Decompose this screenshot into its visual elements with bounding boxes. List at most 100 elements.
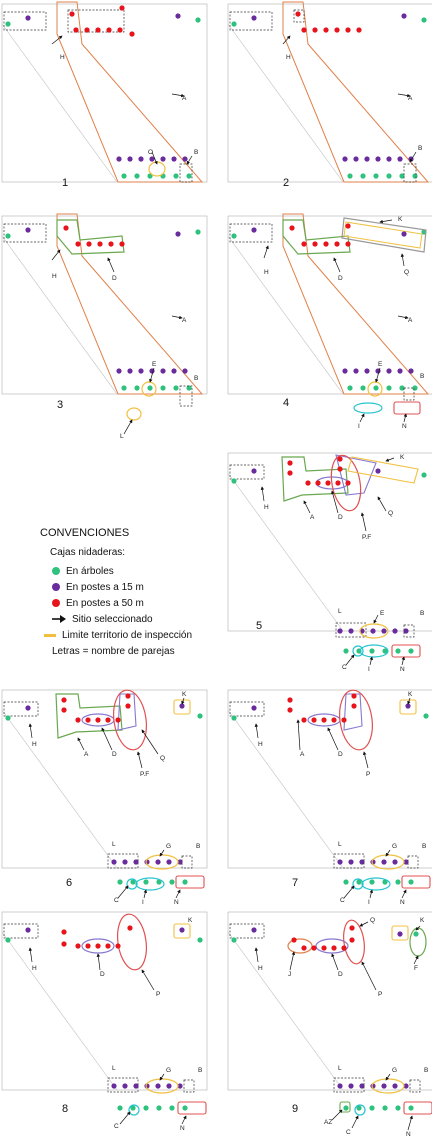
selection-arrow: [282, 35, 291, 45]
pole50-nest-box: [84, 27, 90, 33]
pair-label: K: [420, 917, 425, 924]
pole15-nest-box: [397, 156, 403, 162]
pair-label: D: [100, 971, 105, 978]
selection-arrow: [385, 457, 395, 462]
legend-label: En postes a 50 m: [66, 597, 144, 609]
panel-frame: [1, 911, 208, 1091]
pole15-nest-box: [182, 156, 188, 162]
dashed-box-b: [179, 385, 193, 407]
pair-label: I: [142, 899, 144, 906]
tree-nest-box: [343, 1105, 349, 1111]
tree-nest-box: [386, 173, 392, 179]
pair-label: L: [112, 841, 116, 848]
selection-arrow: [359, 413, 365, 423]
pole15-nest-box: [127, 368, 133, 374]
pole15-nest-box: [138, 368, 144, 374]
pole15-nest-box: [392, 1083, 398, 1089]
territory-n: [401, 875, 431, 889]
territory-pf: [113, 689, 147, 751]
dashed-box-b: [403, 387, 415, 401]
pole50-nest-box: [331, 717, 337, 723]
tree-nest-box: [395, 1105, 401, 1111]
pole15-nest-box: [25, 227, 31, 233]
territory-g: [145, 854, 179, 870]
pole50-nest-box: [345, 480, 351, 486]
pole15-nest-box: [251, 15, 257, 21]
territory-i: [135, 877, 165, 891]
pair-label: L: [120, 433, 124, 440]
selection-arrow: [377, 496, 387, 512]
dashed-box-b: [179, 163, 193, 183]
territory-p: [339, 689, 373, 751]
pair-label: A: [310, 514, 315, 521]
selection-arrow: [186, 155, 193, 165]
pole15-nest-box: [337, 859, 343, 865]
pair-label: L: [338, 608, 342, 615]
territory-a: [282, 213, 430, 395]
pole15-nest-box: [155, 1083, 161, 1089]
dashed-box-h: [229, 701, 265, 717]
pole50-nest-box: [97, 241, 103, 247]
tree-nest-box: [130, 1105, 136, 1111]
yellow-line-icon: [44, 633, 56, 637]
green-dot-icon: [52, 567, 60, 575]
selection-arrow: [296, 719, 301, 751]
purple-dot-icon: [52, 583, 60, 591]
selection-arrow: [407, 1115, 413, 1131]
dashed-box-l: [107, 1077, 139, 1093]
tree-nest-box: [360, 385, 366, 391]
territory-p: [116, 913, 148, 971]
dashed-box-b: [183, 1079, 195, 1093]
territory-d: [56, 219, 125, 255]
pair-label: A: [408, 95, 413, 102]
tree-nest-box: [399, 385, 405, 391]
territory-p: [343, 919, 365, 965]
territory-n: [391, 644, 421, 658]
pole50-nest-box: [345, 241, 351, 247]
pole50-nest-box: [115, 717, 121, 723]
pair-label: N: [400, 666, 405, 673]
selection-arrow: [254, 723, 259, 739]
selection-arrow: [263, 245, 269, 259]
legend-item-selected-site: Sitio seleccionado: [52, 612, 153, 626]
dashed-box-b: [181, 855, 193, 869]
legend-label: Sitio seleccionado: [72, 613, 153, 625]
pair-label: K: [408, 691, 413, 698]
pole50-nest-box: [95, 27, 101, 33]
tree-nest-box: [134, 385, 140, 391]
pole50-nest-box: [345, 27, 351, 33]
pole15-nest-box: [337, 1083, 343, 1089]
selection-arrow: [96, 953, 101, 971]
dashed-box-b: [407, 855, 419, 869]
tree-nest-box: [121, 385, 127, 391]
pole50-nest-box: [73, 27, 79, 33]
pair-label: H: [258, 741, 263, 748]
pair-label: H: [32, 965, 37, 972]
tree-nest-box: [382, 879, 388, 885]
pole50-nest-box: [85, 943, 91, 949]
selection-arrow: [289, 951, 296, 971]
pole50-nest-box: [305, 480, 311, 486]
territory-k: [391, 925, 409, 941]
pole15-nest-box: [111, 1083, 117, 1089]
pair-label: H: [52, 273, 57, 280]
pole50-nest-box: [312, 27, 318, 33]
pole50-nest-box: [119, 241, 125, 247]
selection-arrow: [413, 955, 419, 965]
pole15-nest-box: [370, 628, 376, 634]
pair-label: K: [398, 216, 403, 223]
legend-label: Letras = nombre de parejas: [52, 645, 175, 657]
tree-nest-box: [356, 879, 362, 885]
pole50-nest-box: [75, 241, 81, 247]
pole50-nest-box: [334, 241, 340, 247]
boundary-line: [227, 235, 344, 395]
pole50-nest-box: [108, 241, 114, 247]
tree-nest-box: [160, 385, 166, 391]
territory-i: [353, 402, 383, 414]
pair-label: H: [32, 741, 37, 748]
pole15-nest-box: [386, 156, 392, 162]
tree-nest-box: [173, 173, 179, 179]
